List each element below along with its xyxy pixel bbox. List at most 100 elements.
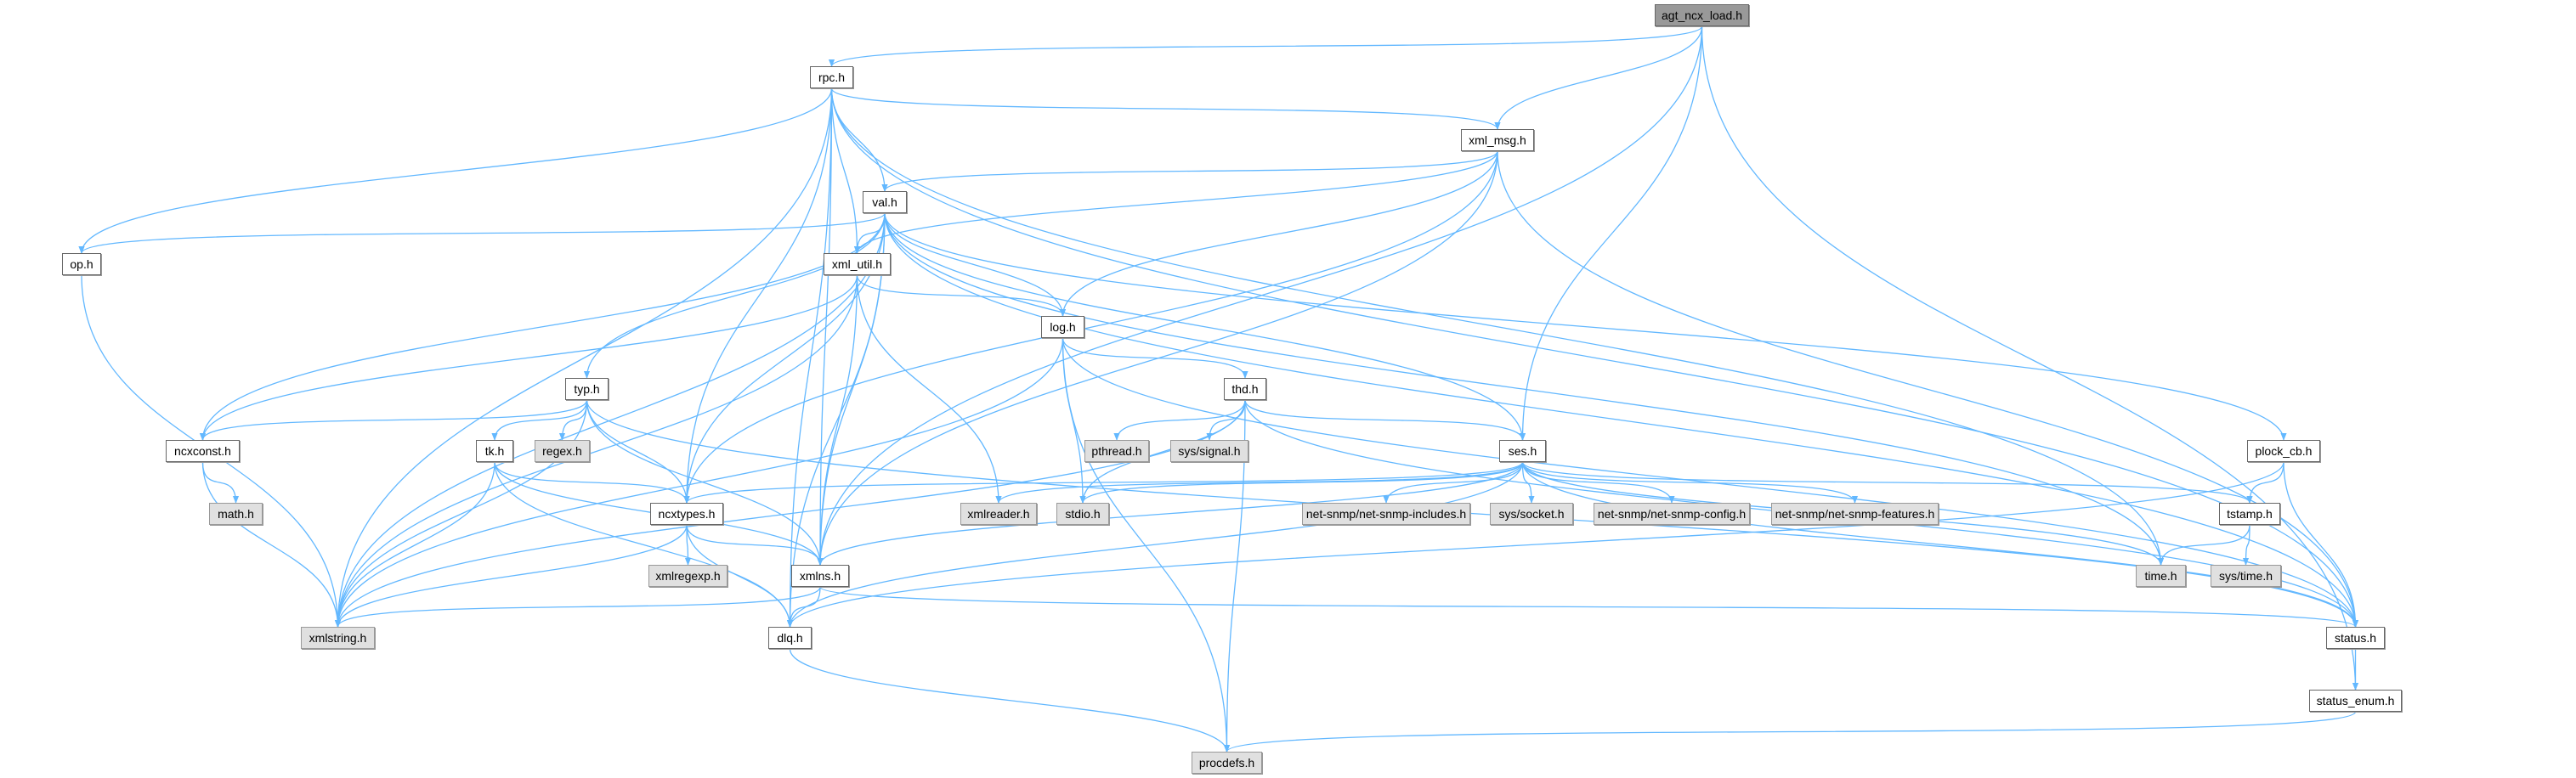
- edge-ses-to-netsnmp_config: [1521, 461, 1675, 504]
- node-ses[interactable]: ses.h: [1499, 440, 1546, 462]
- node-ncxconst[interactable]: ncxconst.h: [166, 440, 240, 462]
- edge-ses-to-xmlreader: [995, 461, 1524, 504]
- edge-agt_ncx_load-to-xml_msg: [1494, 25, 1703, 130]
- edge-val-to-xmlstring: [334, 212, 886, 628]
- node-pthread: pthread.h: [1084, 440, 1149, 462]
- edge-typ-to-xmlstring: [334, 399, 588, 628]
- edge-xml_util-to-log: [856, 274, 1067, 317]
- edge-ses-to-netsnmp_features: [1521, 461, 1859, 504]
- edge-rpc-to-time: [830, 87, 2165, 566]
- edge-xml_util-to-xmlstring: [334, 274, 858, 628]
- node-thd[interactable]: thd.h: [1224, 378, 1266, 400]
- node-xml-util[interactable]: xml_util.h: [824, 253, 891, 275]
- edge-ses-to-ncxtypes: [683, 461, 1524, 504]
- edge-rpc-to-dlq: [786, 87, 833, 628]
- edge-plock_cb-to-tstamp: [2246, 461, 2284, 504]
- node-time: time.h: [2136, 565, 2186, 587]
- edge-val-to-ncxconst: [199, 212, 886, 441]
- edge-xml_util-to-xmlreader: [856, 274, 1002, 504]
- edge-plock_cb-to-dlq: [787, 461, 2284, 628]
- node-val[interactable]: val.h: [863, 191, 907, 213]
- edge-xml_msg-to-ncxtypes: [683, 150, 1498, 504]
- edge-tk-to-xmlstring: [334, 461, 495, 628]
- edge-xmlns-to-status: [819, 586, 2358, 628]
- edge-ses-to-netsnmp_includes: [1383, 461, 1524, 504]
- edge-val-to-typ: [583, 212, 886, 379]
- node-sys-time: sys/time.h: [2211, 565, 2281, 587]
- edge-val-to-status: [884, 212, 2359, 628]
- node-op[interactable]: op.h: [62, 253, 101, 275]
- edge-ses-to-xmlns: [817, 461, 1524, 566]
- edge-xml_util-to-ncxconst: [199, 274, 858, 441]
- edge-log-to-stdio: [1062, 337, 1086, 504]
- edge-agt_ncx_load-to-ses: [1519, 25, 1703, 441]
- edge-ses-to-status: [1521, 461, 2359, 628]
- edge-ncxconst-to-xmlstring: [201, 461, 342, 628]
- edge-typ-to-ncxtypes: [586, 399, 690, 504]
- node-status-enum[interactable]: status_enum.h: [2309, 690, 2402, 712]
- node-sys-signal: sys/signal.h: [1170, 440, 1248, 462]
- edge-thd-to-procdefs: [1223, 399, 1246, 753]
- node-status[interactable]: status.h: [2326, 627, 2385, 649]
- node-agt-ncx-load[interactable]: agt_ncx_load.h: [1655, 4, 1749, 26]
- node-procdefs: procdefs.h: [1192, 752, 1262, 774]
- edge-tstamp-to-time: [2157, 524, 2250, 566]
- edge-ncxtypes-to-xmlstring: [334, 524, 688, 628]
- node-log[interactable]: log.h: [1041, 316, 1084, 338]
- edge-xml_msg-to-xml_util: [853, 150, 1498, 254]
- edge-rpc-to-ncxtypes: [683, 87, 833, 504]
- edge-rpc-to-xml_util: [830, 87, 861, 254]
- edge-val-to-op: [78, 212, 886, 254]
- edge-log-to-procdefs: [1062, 337, 1231, 753]
- node-typ[interactable]: typ.h: [565, 378, 609, 400]
- edge-typ-to-tk: [491, 399, 588, 441]
- edge-thd-to-ses: [1244, 399, 1526, 441]
- edge-val-to-time: [884, 212, 2165, 566]
- node-tk[interactable]: tk.h: [476, 440, 513, 462]
- edge-rpc-to-xml_msg: [830, 87, 1501, 130]
- node-tstamp[interactable]: tstamp.h: [2219, 503, 2280, 525]
- edge-ses-to-dlq: [786, 461, 1524, 628]
- edge-xml_msg-to-log: [1059, 150, 1498, 317]
- edge-val-to-ses: [884, 212, 1526, 441]
- edge-ncxtypes-to-xmlns: [686, 524, 824, 566]
- edge-rpc-to-val: [830, 87, 888, 192]
- edge-agt_ncx_load-to-rpc: [829, 25, 1703, 67]
- edge-typ-to-ncxconst: [199, 399, 588, 441]
- edge-agt_ncx_load-to-status_enum: [1701, 25, 2359, 691]
- node-plock-cb[interactable]: plock_cb.h: [2247, 440, 2320, 462]
- edge-xmlns-to-dlq: [786, 586, 821, 628]
- edge-xml_msg-to-val: [881, 150, 1498, 192]
- node-regex: regex.h: [535, 440, 590, 462]
- node-xmlregexp: xmlregexp.h: [648, 565, 728, 587]
- edge-xml_msg-to-status: [1497, 150, 2359, 628]
- node-netsnmp-config: net-snmp/net-snmp-config.h: [1594, 503, 1750, 525]
- edge-status_enum-to-procdefs: [1224, 711, 2357, 753]
- edge-xml_util-to-xmlns: [817, 274, 858, 566]
- node-dlq[interactable]: dlq.h: [768, 627, 812, 649]
- edge-xmlns-to-xmlstring: [334, 586, 821, 628]
- edge-rpc-to-xmlstring: [334, 87, 833, 628]
- edge-ncxconst-to-math: [201, 461, 240, 504]
- edge-ses-to-tstamp: [1521, 461, 2253, 504]
- edge-thd-to-pthread: [1113, 399, 1246, 441]
- edge-ses-to-sys_socket: [1521, 461, 1535, 504]
- edge-ncxtypes-to-xmlregexp: [684, 524, 692, 566]
- edge-tstamp-to-sys_time: [2242, 524, 2250, 566]
- node-math: math.h: [209, 503, 263, 525]
- edge-typ-to-xmlns: [586, 399, 824, 566]
- node-xml-msg[interactable]: xml_msg.h: [1461, 129, 1534, 151]
- edge-rpc-to-op: [78, 87, 833, 254]
- edge-ncxtypes-to-dlq: [686, 524, 794, 628]
- edge-val-to-plock_cb: [884, 212, 2287, 441]
- edge-ses-to-stdio: [1079, 461, 1524, 504]
- edge-log-to-thd: [1062, 337, 1248, 379]
- node-sys-socket: sys/socket.h: [1490, 503, 1573, 525]
- node-rpc[interactable]: rpc.h: [810, 66, 853, 88]
- edge-typ-to-status: [586, 399, 2359, 628]
- node-ncxtypes[interactable]: ncxtypes.h: [650, 503, 723, 525]
- node-xmlns[interactable]: xmlns.h: [791, 565, 849, 587]
- edge-val-to-dlq: [786, 212, 886, 628]
